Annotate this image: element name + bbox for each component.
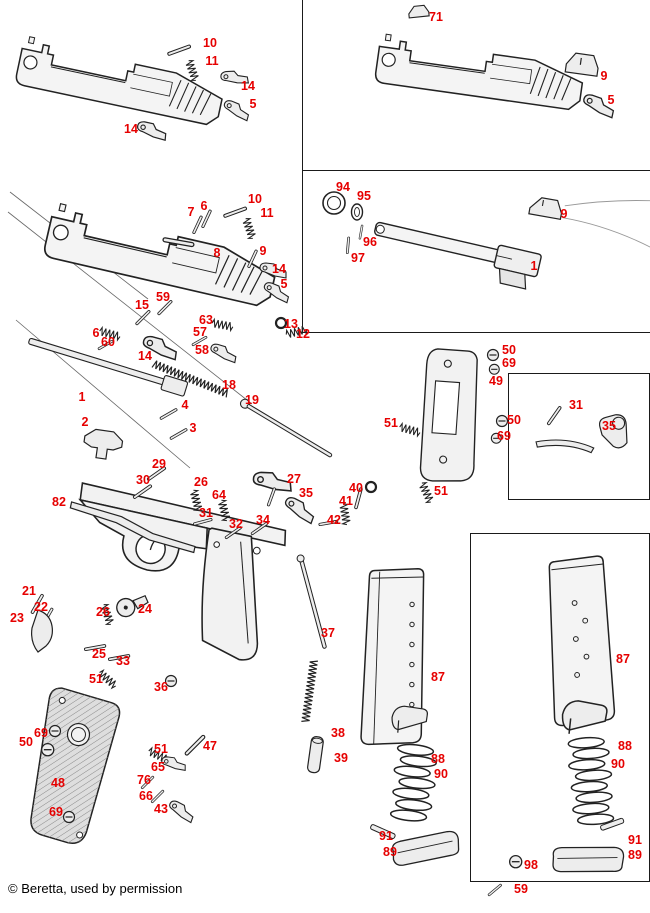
plunger-spring-icon <box>345 236 351 255</box>
slide-main-drawing <box>41 201 309 364</box>
barrel-rail-icon <box>28 337 189 397</box>
slide-top-left-drawing <box>13 34 252 141</box>
trigger-hammer-cluster <box>30 593 178 690</box>
magazine-right-drawing <box>548 555 625 873</box>
grip-panel-drawing <box>30 687 121 844</box>
rear-sight-icon <box>528 197 650 248</box>
lanyard-pin-icon <box>183 734 207 757</box>
spring-plate-icon <box>600 817 625 831</box>
hammer-strut-group <box>296 554 327 774</box>
safety-lever-icon <box>281 495 318 525</box>
guide-rod-icon <box>239 398 333 458</box>
plunger-icon <box>358 224 364 240</box>
extractor-icon <box>219 67 249 88</box>
barrel-assembly-drawing <box>322 191 650 290</box>
grip-frame-screws <box>486 348 509 444</box>
magazine-spring-icon <box>567 736 615 826</box>
slide-stop-icon <box>252 469 292 495</box>
magazine-center-drawing <box>360 567 523 897</box>
screw-icon <box>508 854 523 869</box>
magazine-spring-icon <box>389 743 437 822</box>
panel-borders <box>302 0 650 882</box>
trigger-bar-icon <box>69 501 196 554</box>
frame-drawing <box>78 482 287 661</box>
leaf-spring-icon <box>535 439 595 454</box>
firing-pin-icon <box>166 44 192 57</box>
baseplate-icon <box>391 830 460 866</box>
grip-frame-drawing <box>419 348 478 482</box>
pin-icon <box>487 883 503 897</box>
baseplate-icon <box>552 846 625 873</box>
spring-cap-icon <box>307 736 324 774</box>
recoil-group-drawing <box>28 337 333 460</box>
leader-lines <box>7 191 253 469</box>
trigger-icon <box>31 609 53 653</box>
hammer-strut-icon <box>296 554 327 649</box>
safety-lever-icon <box>598 414 628 449</box>
copyright-credit: © Beretta, used by permission <box>8 881 183 896</box>
recoil-spring-icon <box>151 360 228 398</box>
slide-top-right-drawing <box>373 4 617 119</box>
safety-lever-icon <box>221 98 252 122</box>
decock-lever-icon <box>136 120 168 141</box>
bushing-icon <box>350 203 364 221</box>
spring-plate-icon <box>370 824 396 840</box>
recoil-ring-icon <box>322 191 346 215</box>
safety-lever-icon <box>580 93 617 119</box>
mainspring-icon <box>301 660 318 722</box>
locking-block-icon <box>83 428 124 460</box>
front-sight-icon <box>408 4 430 19</box>
inset-parts-drawing <box>535 405 628 454</box>
rear-sight-icon <box>564 52 599 77</box>
hammer-icon <box>116 594 149 618</box>
